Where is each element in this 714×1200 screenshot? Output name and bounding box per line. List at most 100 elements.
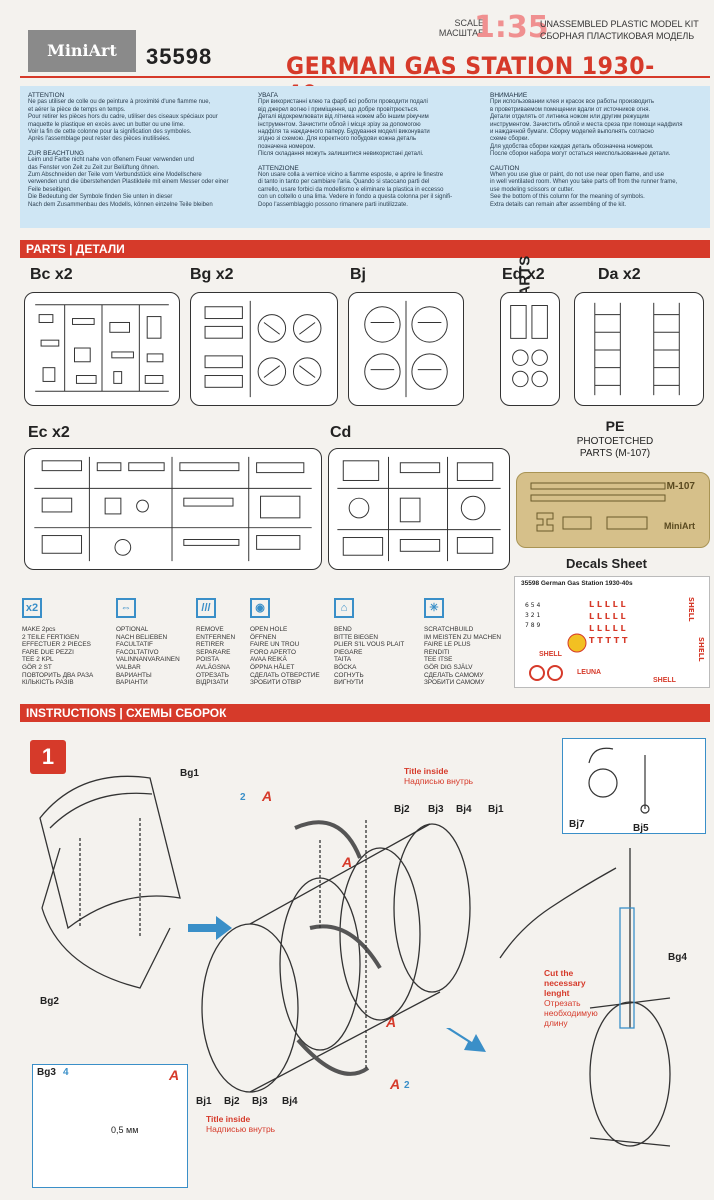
- warning-line: Extra details can remain after assemblin…: [490, 201, 627, 208]
- sprue-ec-drawing: [34, 456, 312, 562]
- warning-line: use modeling scissors or cutter.: [490, 186, 575, 193]
- symbol-line: BITTE BIEGEN: [334, 633, 379, 641]
- warning-line: et aérer la pièce de temps en temps.: [28, 106, 126, 113]
- decal-shell-label-2: SHELL: [653, 677, 676, 684]
- svg-text:L L L L L: L L L L L: [589, 600, 626, 609]
- warning-line: di tanto in tanto per cambiare l'aria. Q…: [258, 179, 430, 186]
- label-bg2: Bg2: [40, 996, 59, 1007]
- symbol-line: BEND: [334, 626, 352, 633]
- scale-label-en: SCALE: [454, 18, 484, 28]
- decals-sheet: 35598 German Gas Station 1930-40s L L L …: [514, 576, 710, 688]
- symbol-line: ВАРИАНТЫ: [116, 671, 152, 679]
- note-title-en-2: Title inside: [206, 1114, 251, 1124]
- symbol-line: RETIRER: [196, 641, 225, 649]
- sprue-label-ed: Ed x2: [502, 266, 545, 283]
- warning-line: Non usare colla a vernice vicino a fiamm…: [258, 172, 444, 179]
- label-bg3: Bg3: [37, 1067, 56, 1078]
- label-x2-top: 2: [240, 792, 246, 803]
- label-bj7: Bj7: [569, 819, 585, 830]
- brand-logo: MiniArt 35598: [28, 30, 211, 72]
- label-bg1: Bg1: [180, 768, 199, 779]
- symbol-line: SEPARARE: [196, 648, 231, 656]
- symbol-line: PIEGARE: [334, 648, 363, 656]
- decal-shell-label: SHELL: [539, 651, 562, 658]
- kit-type-ru: СБОРНАЯ ПЛАСТИКОВАЯ МОДЕЛЬ: [540, 31, 695, 41]
- warning-line: das Fenster von Zeit zu Zeit zur Belüftu…: [28, 164, 160, 171]
- note-title-en: Title inside: [404, 766, 449, 776]
- header-divider: [20, 76, 710, 78]
- symbol-line: ЗРОБИТИ ОТВІР: [250, 679, 302, 687]
- step-number-badge: 1: [30, 740, 66, 774]
- sprue-label-cd: Cd: [330, 424, 352, 441]
- note-title-ru-2: Надписью внутрь: [206, 1124, 276, 1134]
- pe-fret: M-107 MiniArt: [516, 472, 710, 548]
- warning-heading: ATTENZIONE: [258, 164, 299, 172]
- note-title-inside-bottom: Title inside Надписью внутрь: [206, 1114, 275, 1134]
- warning-line: схеме сборки.: [490, 136, 530, 143]
- decals-drawing: L L L L LL L L L LL L L L L T T T T T 6 …: [525, 597, 705, 681]
- scale-value: 1:35: [474, 10, 549, 45]
- sprue-label-bc: Bc x2: [30, 266, 73, 283]
- symbol-line: GÖR 2 ST: [22, 663, 52, 671]
- kit-type-en: UNASSEMBLED PLASTIC MODEL KIT: [540, 19, 699, 29]
- warning-line: See the bottom of this column for the me…: [490, 194, 645, 201]
- sprue-ec: [24, 448, 322, 570]
- svg-text:SHELL: SHELL: [697, 637, 705, 662]
- warning-line: Zum Abschneiden der Teile vom Verbundstü…: [28, 172, 202, 179]
- label-thickness: 0,5 мм: [111, 1125, 139, 1135]
- decals-sheet-caption: 35598 German Gas Station 1930-40s: [521, 580, 633, 587]
- warning-line: con un coltello o una lima. Vedere in fo…: [258, 194, 453, 201]
- warning-line: Après l'assemblage peut rester des pièce…: [28, 136, 171, 143]
- sprue-bc-drawing: [35, 304, 169, 392]
- warning-column-2: УВАГА При використанні клею та фарб всі …: [258, 92, 473, 209]
- note-cut-ru-3: длину: [544, 1018, 568, 1028]
- inset-pump-detail: Bj7 Bj5: [562, 738, 706, 834]
- warning-line: згідно зі схемою. Для коректного побудов…: [258, 136, 417, 143]
- symbol-line: ЗРОБИТИ САМОМУ: [424, 679, 485, 687]
- warning-line: carrello, usare forbici da modellismo e …: [258, 186, 444, 193]
- svg-text:L L L L L: L L L L L: [589, 612, 626, 621]
- symbol-line: GÖR DIG SJÄLV: [424, 663, 473, 671]
- symbol-line: OPTIONAL: [116, 626, 149, 633]
- warning-column-1: ATTENTION Ne pas utiliser de colle ou de…: [28, 92, 243, 209]
- symbol-line: ÖFFNEN: [250, 633, 277, 641]
- symbol-line: КІЛЬКІСТЬ РАЗІВ: [22, 679, 74, 687]
- symbol-line: ВАРІАНТИ: [116, 679, 148, 687]
- warning-line: Детали отделять от литника ножом или дру…: [490, 114, 649, 121]
- open-hole-icon: ◉: [250, 598, 270, 618]
- symbol-line: TAITA: [334, 656, 352, 664]
- symbol-line: ВІДРІЗАТИ: [196, 679, 229, 687]
- label-bj2-top: Bj2: [394, 804, 410, 815]
- note-cut-length: Cut the necessary lenght Отрезать необхо…: [544, 968, 598, 1028]
- warning-line: в проветриваемом помещении вдали от исто…: [490, 106, 651, 113]
- note-title-ru: Надписью внутрь: [404, 776, 474, 786]
- note-title-inside-top: Title inside Надписью внутрь: [404, 766, 473, 786]
- warning-line: Деталі відокремлювати від літника ножем …: [258, 114, 429, 121]
- note-cut-ru-1: Отрезать: [544, 998, 581, 1008]
- sprue-ed: [500, 292, 560, 406]
- label-x4: 4: [63, 1067, 69, 1078]
- label-bg4: Bg4: [668, 952, 687, 963]
- remove-icon: ///: [196, 598, 216, 618]
- scale-labels: SCALE МАСШТАБ: [424, 18, 484, 38]
- sprue-da-drawing: [594, 302, 680, 396]
- warning-line: Після складання можуть залишитися невико…: [258, 151, 424, 158]
- symbol-line: ВИГНУТИ: [334, 679, 364, 687]
- symbol-line: СДЕЛАТЬ САМОМУ: [424, 671, 484, 679]
- symbol-line: ÖPPNA HÅLET: [250, 663, 295, 671]
- symbol-line: RENDITI: [424, 648, 450, 656]
- symbol-line: СОГНУТЬ: [334, 671, 364, 679]
- pe-subtitle-line2: PARTS (M-107): [579, 448, 651, 459]
- symbol-line: VALINNANVARAINEN: [116, 656, 180, 664]
- symbol-line: AVLÄGSNA: [196, 663, 230, 671]
- brand-name: MiniArt: [28, 30, 136, 72]
- symbol-line: TEE ITSE: [424, 656, 453, 664]
- symbol-line: NACH BELIEBEN: [116, 633, 168, 641]
- pe-fret-brand: MiniArt: [664, 521, 695, 531]
- symbol-line: FARE DUE PEZZI: [22, 648, 74, 656]
- symbol-line: BÖCKA: [334, 663, 357, 671]
- sprue-label-ec: Ec x2: [28, 424, 70, 441]
